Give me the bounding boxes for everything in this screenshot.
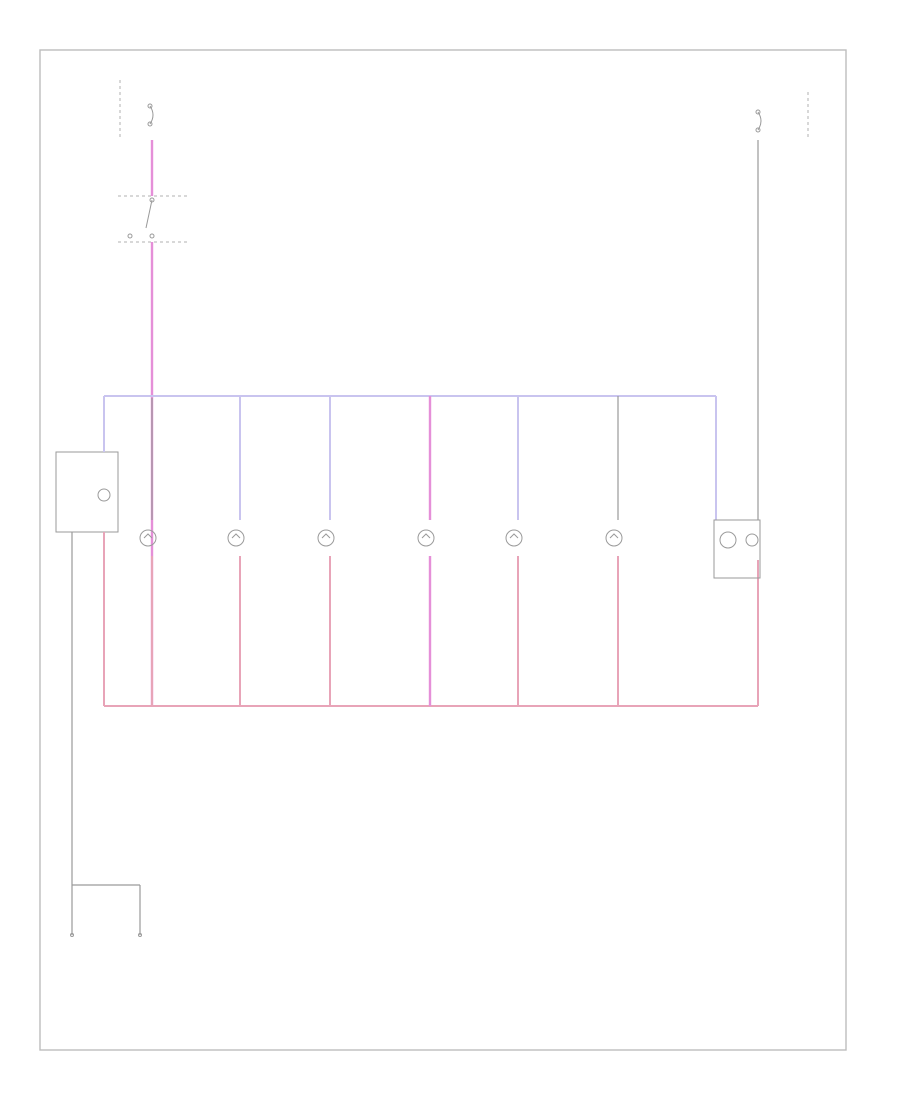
bulb-0	[139, 398, 157, 706]
diagram-frame	[39, 49, 847, 1051]
bulb-5	[605, 396, 623, 706]
top-left-fuse-block	[119, 80, 154, 140]
ground-split	[70, 884, 142, 937]
bulb-3	[417, 396, 435, 706]
bulb-2	[317, 396, 335, 706]
bulb-4	[505, 396, 523, 706]
bulb-6	[713, 396, 761, 579]
bulb-1	[227, 396, 245, 706]
combination-switch	[118, 195, 190, 243]
top-right-fuse-block	[755, 92, 809, 140]
dimmer-rheostat	[55, 451, 119, 533]
